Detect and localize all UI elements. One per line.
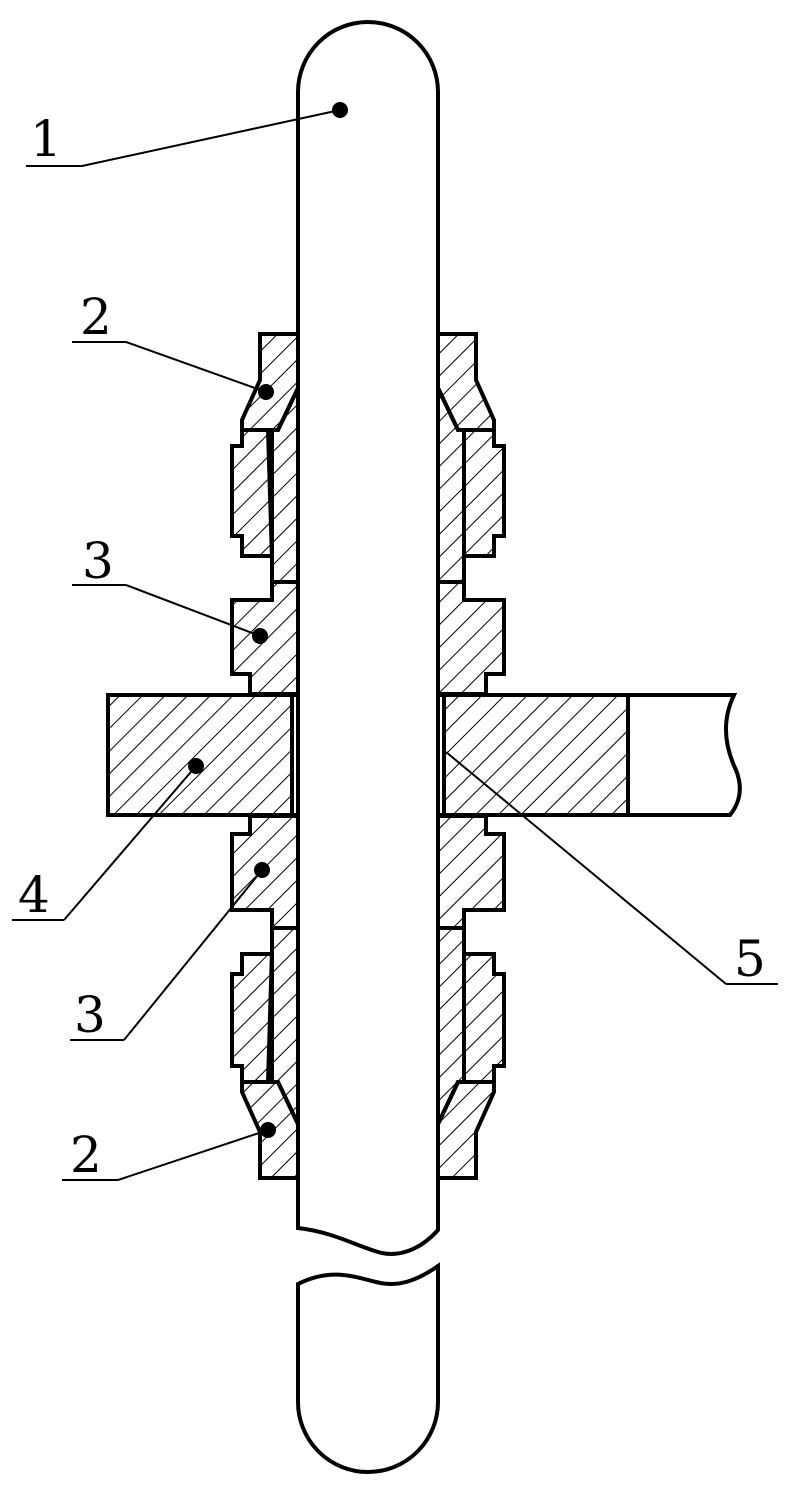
- label-2-lower: 2: [70, 1126, 102, 1184]
- plate-right-hatched: [442, 693, 630, 817]
- upper-right-nut: [462, 428, 506, 558]
- leader-1: [81, 109, 341, 167]
- lower-left-assembly: [230, 926, 300, 1180]
- leader-lines: [12, 102, 778, 1181]
- plate-left-hatched: [106, 693, 294, 817]
- leader-2-upper-dot: [258, 384, 274, 400]
- lower-right-cap: [436, 1080, 496, 1180]
- plate-right-extension: [626, 693, 742, 817]
- rod: [296, 20, 440, 1474]
- leader-3-upper: [125, 584, 261, 637]
- label-5: 5: [734, 930, 766, 988]
- upper-left-nut: [230, 428, 274, 558]
- lower-right-assembly: [436, 926, 506, 1180]
- leader-1-dot: [332, 102, 348, 118]
- rod-upper-segment: [296, 20, 440, 1256]
- upper-clamp-right: [436, 580, 506, 696]
- upper-right-assembly: [436, 332, 506, 584]
- label-3-upper: 3: [82, 532, 114, 590]
- leader-2-lower: [117, 1129, 269, 1181]
- label-1: 1: [30, 110, 62, 168]
- upper-left-assembly: [230, 332, 300, 584]
- rod-lower-segment: [296, 1262, 440, 1474]
- plate-left-gap: [290, 693, 300, 817]
- lower-clamp-right: [436, 814, 506, 930]
- leader-4: [63, 765, 197, 921]
- lower-left-nut: [230, 952, 274, 1084]
- leader-4-dot: [188, 758, 204, 774]
- leader-3-upper-dot: [252, 628, 268, 644]
- leader-2-upper: [125, 341, 267, 393]
- label-2-upper: 2: [80, 288, 112, 346]
- leader-3-lower: [123, 869, 263, 1041]
- leader-3-lower-dot: [254, 862, 270, 878]
- part-labels: 1 2 3 4 5 3 2: [18, 110, 766, 1184]
- lower-right-nut: [462, 952, 506, 1084]
- leader-5: [445, 751, 727, 985]
- label-3-lower: 3: [74, 986, 106, 1044]
- label-4: 4: [18, 866, 50, 924]
- leader-2-lower-dot: [260, 1122, 276, 1138]
